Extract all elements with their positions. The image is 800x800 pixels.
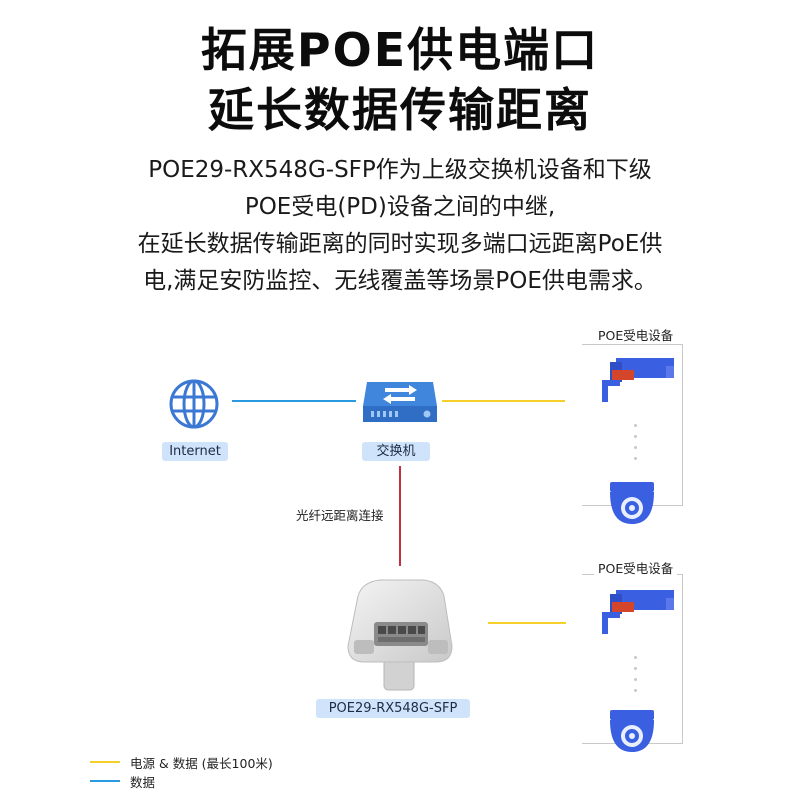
pd-group-bottom-dome-camera — [604, 708, 660, 754]
description-line2: POE受电(PD)设备之间的中继, — [244, 194, 556, 220]
description-line3: 在延长数据传输距离的同时实现多端口远距离PoE供 — [137, 231, 663, 257]
poe-relay-device — [340, 576, 460, 692]
internet-node — [168, 378, 220, 430]
pd-group-top-dome-camera — [604, 480, 660, 526]
page-title-line1: 拓展POE供电端口 — [200, 23, 600, 77]
device-pd-power-data-line — [488, 622, 566, 624]
pd-group-bottom-bullet-camera — [596, 584, 680, 638]
switch-label: 交换机 — [362, 442, 430, 461]
internet-label: Internet — [162, 442, 228, 461]
legend-power-data-swatch — [90, 761, 120, 763]
outdoor-switch-icon — [347, 579, 453, 691]
page-title-line2: 延长数据传输距离 — [208, 83, 592, 137]
switch-pd-power-data-line — [442, 400, 565, 402]
pd-group-bottom-label: POE受电设备 — [594, 558, 678, 577]
description-line1: POE29-RX548G-SFP作为上级交换机设备和下级 — [148, 157, 652, 183]
dome-camera-icon — [610, 482, 654, 524]
bullet-camera-icon — [602, 590, 674, 634]
switch-icon — [363, 382, 437, 422]
fiber-line — [399, 466, 401, 566]
pd-group-bottom-more-dots — [634, 656, 638, 700]
pd-group-top-label: POE受电设备 — [594, 325, 678, 344]
legend-data-swatch — [90, 780, 120, 782]
fiber-label: 光纤远距离连接 — [296, 508, 384, 523]
device-label: POE29-RX548G-SFP — [316, 699, 470, 718]
pd-group-top-bullet-camera — [596, 352, 680, 406]
description-line4: 电,满足安防监控、无线覆盖等场景POE供电需求。 — [143, 268, 657, 294]
internet-switch-data-line — [232, 400, 356, 402]
legend-data-label: 数据 — [130, 775, 156, 790]
legend-power-data-label: 电源 & 数据 (最长100米) — [130, 756, 273, 771]
globe-icon — [169, 379, 219, 429]
bullet-camera-icon — [602, 358, 674, 402]
dome-camera-icon — [610, 710, 654, 752]
pd-group-top-more-dots — [634, 424, 638, 468]
switch-node — [357, 378, 443, 428]
